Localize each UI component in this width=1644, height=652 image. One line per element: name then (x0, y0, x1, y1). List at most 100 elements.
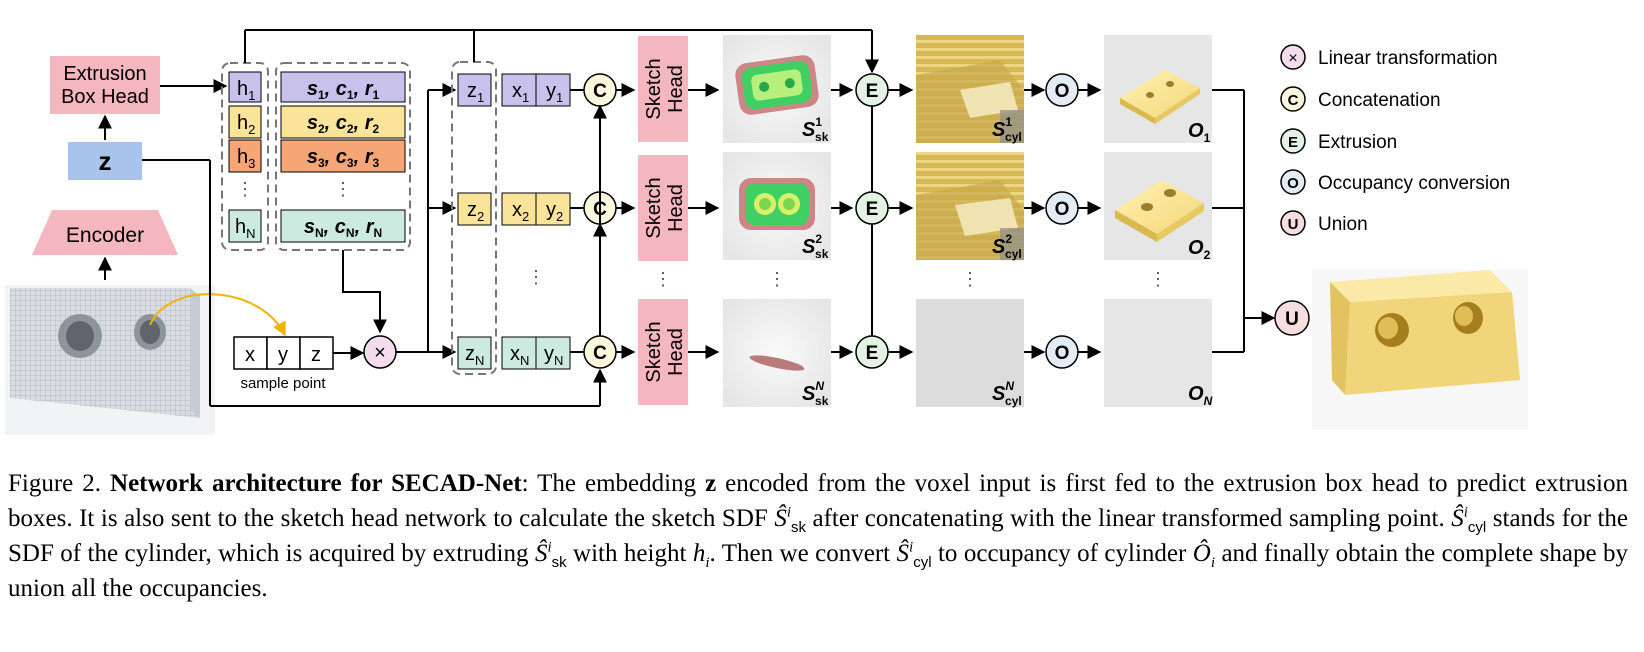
caption-s-cyl: Ŝicyl (1451, 504, 1487, 536)
occupancy-images: ⋮ O1 O2 ON (1104, 35, 1213, 408)
legend-symbol-5: U (1288, 216, 1299, 233)
final-shape-image (1312, 270, 1528, 430)
caption-text-5: with height (566, 540, 693, 567)
y-cell-N: yN (544, 343, 563, 368)
h-label-1: h1 (237, 78, 255, 103)
encoder-label: Encoder (66, 224, 144, 247)
occupancy-symbol-N: O (1055, 343, 1070, 364)
occ-label-1: O1 (1188, 120, 1211, 145)
figure-caption: Figure 2. Network architecture for SECAD… (8, 466, 1628, 606)
concat-nodes: C C C (570, 73, 617, 369)
caption-text-7: to occupancy of cylinder (931, 540, 1193, 567)
caption-s-cyl-2: Ŝicyl (896, 539, 932, 571)
x-cell-N: xN (510, 343, 529, 368)
legend-symbol-1: × (1288, 50, 1297, 67)
occupancy-symbol-1: O (1055, 81, 1070, 102)
legend-symbol-4: O (1287, 175, 1299, 192)
caption-text-4: stands for the SDF of the cylinder, whic… (8, 505, 1628, 567)
legend: × C E O U Linear transformation Concaten… (1280, 44, 1510, 236)
extrusion-box-head (50, 56, 160, 114)
x-cell-2: x2 (512, 199, 529, 224)
h-ellipsis: ⋮ (236, 179, 254, 199)
caption-text-6: . Then we convert (709, 540, 897, 567)
legend-label-4: Occupancy conversion (1318, 173, 1510, 194)
extrusion-symbol-2: E (866, 199, 879, 220)
encoder-block (32, 210, 178, 255)
caption-s-sk-2: Ŝisk (534, 539, 567, 571)
sample-point-y: y (278, 344, 288, 366)
union-node (1274, 300, 1310, 336)
x-cell-1: x1 (512, 80, 529, 105)
legend-symbol-2: C (1288, 92, 1299, 109)
linear-transform-symbol: × (374, 342, 386, 364)
occupancy-nodes: O O O (1045, 73, 1102, 369)
z-embedding-box (68, 142, 142, 180)
z-column: z1 z2 zN (457, 73, 492, 370)
caption-s-sk: Ŝisk (774, 504, 806, 536)
concat-symbol-1: C (593, 81, 607, 102)
sketch-heads: SketchHead SketchHead SketchHead ⋮ (616, 36, 720, 405)
scr-row-3: s3, c3, r3 (307, 146, 380, 170)
extrusion-box-head-line2: Box Head (61, 86, 149, 108)
caption-text-2: encoded from the voxel input is first fe… (8, 470, 1628, 532)
z-cell-N: zN (465, 343, 484, 368)
sketch-image-ellipsis: ⋮ (768, 269, 786, 289)
h-label-3: h3 (237, 146, 255, 171)
scr-row-1: s1, c1, r1 (307, 78, 380, 102)
sketch-head-1-label: SketchHead (643, 58, 687, 119)
legend-label-5: Union (1318, 214, 1368, 235)
sample-point-x: x (245, 344, 255, 366)
caption-z: z (705, 470, 717, 497)
union-symbol: U (1285, 309, 1299, 330)
h-label-2: h2 (237, 112, 255, 137)
caption-title: Network architecture for SECAD-Net (110, 470, 522, 497)
z-cell-1: z1 (467, 80, 484, 105)
voxel-input-image (5, 285, 215, 435)
h-column: h1 h2 h3 ⋮ hN (228, 71, 262, 243)
cyl-image-ellipsis: ⋮ (961, 269, 979, 289)
occ-image-ellipsis: ⋮ (1149, 269, 1167, 289)
extrusion-symbol-N: E (866, 343, 879, 364)
scr-row-2: s2, c2, r2 (307, 112, 380, 136)
z-embedding-label: z (99, 146, 112, 176)
occupancy-symbol-2: O (1055, 199, 1070, 220)
caption-h: hi (692, 540, 710, 571)
y-cell-1: y1 (546, 80, 563, 105)
sketch-head-N-label: SketchHead (643, 321, 687, 382)
sample-point: x y z sample point (233, 336, 334, 392)
caption-text-3: after concatenating with the linear tran… (805, 505, 1452, 532)
caption-text-1: : The embedding (521, 470, 706, 497)
extrusion-nodes: E E E (855, 73, 914, 369)
legend-label-2: Concatenation (1318, 90, 1441, 111)
h-label-N: hN (235, 216, 256, 241)
legend-label-3: Extrusion (1318, 132, 1397, 153)
caption-text-8: and finally obtain the complete shape by… (8, 540, 1628, 602)
network-architecture-diagram: Encoder z Extrusion Box Head h1 h2 h3 ⋮ … (5, 29, 1528, 435)
occ-label-2: O2 (1188, 237, 1211, 262)
caption-o: Ôi (1192, 540, 1216, 571)
z-cell-2: z2 (467, 199, 484, 224)
legend-symbol-3: E (1288, 134, 1298, 151)
sample-point-caption: sample point (240, 375, 326, 392)
xy-column: x1 y1 x2 y2 xN yN ⋮ (501, 73, 571, 370)
sketch-head-2-label: SketchHead (643, 177, 687, 238)
occ-label-N: ON (1188, 383, 1213, 408)
extrusion-box-head-line1: Extrusion (63, 63, 146, 85)
sketch-head-ellipsis: ⋮ (654, 269, 672, 289)
scr-ellipsis: ⋮ (334, 179, 352, 199)
legend-label-1: Linear transformation (1318, 48, 1498, 69)
concat-symbol-N: C (593, 343, 607, 364)
extrusion-symbol-1: E (866, 81, 879, 102)
scr-column: s1, c1, r1 s2, c2, r2 s3, c3, r3 ⋮ sN, c… (280, 71, 406, 243)
sample-point-z: z (311, 344, 321, 366)
caption-label: Figure 2. (8, 470, 102, 497)
xy-ellipsis: ⋮ (527, 267, 545, 287)
